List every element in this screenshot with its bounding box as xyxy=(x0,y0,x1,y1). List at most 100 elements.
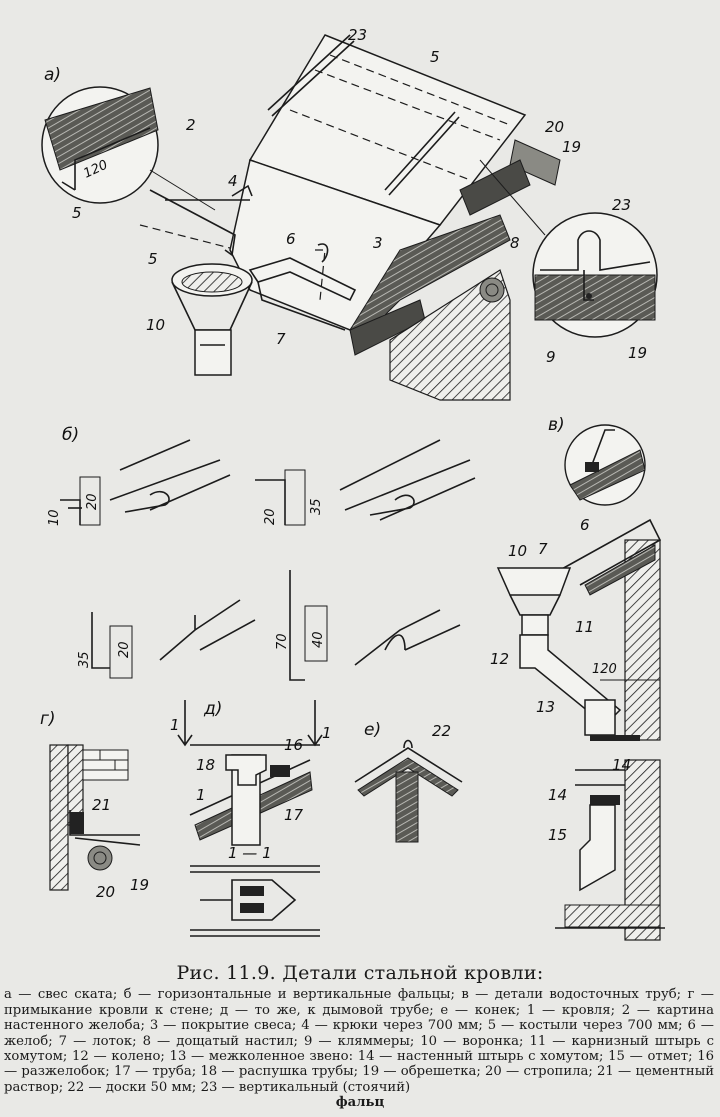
valley-16 xyxy=(270,765,290,777)
section-label-a: а) xyxy=(44,65,61,85)
label-10: 10 xyxy=(146,316,165,334)
detail-standing-seam xyxy=(540,230,651,271)
label-1-cut-right: 1 xyxy=(322,724,332,742)
dim-35-b: 35 xyxy=(77,651,92,668)
label-7-v: 7 xyxy=(538,540,548,558)
figure-legend: а — свес ската; б — горизонтальные и вер… xyxy=(4,987,714,1095)
detail-crutch-strip xyxy=(74,127,151,190)
plan-bottom-lines xyxy=(190,929,320,937)
section-g-wall: г) 21 20 19 xyxy=(40,709,149,901)
seam-dim-box-1 xyxy=(79,476,101,526)
dim-35-a: 35 xyxy=(309,498,324,515)
seam-sheet-1 xyxy=(109,439,231,511)
label-19-detail: 19 xyxy=(628,344,647,362)
section-d-chimney: д) 1 1 18 16 1 17 1 — 1 xyxy=(170,699,332,937)
label-2: 2 xyxy=(186,116,196,134)
funnel-v-neck xyxy=(521,614,549,636)
section-label-v: в) xyxy=(548,415,565,435)
hidden-batten xyxy=(329,54,511,126)
crutch-5-hidden xyxy=(139,224,231,249)
label-1-d: 1 xyxy=(196,786,206,804)
eave-v-board xyxy=(584,544,656,596)
vert-seam-sheet-1 xyxy=(159,599,256,661)
label-17: 17 xyxy=(284,806,304,824)
label-10-v: 10 xyxy=(508,542,527,560)
label-12: 12 xyxy=(490,650,509,668)
hook-4-hidden xyxy=(315,249,326,301)
label-11: 11 xyxy=(575,618,594,636)
label-18: 18 xyxy=(196,756,215,774)
link-13 xyxy=(584,699,616,736)
rafter-g-20 xyxy=(87,845,113,871)
chimney-top-18 xyxy=(225,754,267,786)
seam-sheet-2 xyxy=(339,439,476,521)
seam-dim-box-2 xyxy=(284,469,306,526)
section-b-seams: б) 10 20 20 35 35 20 70 40 xyxy=(47,425,476,681)
hidden-batten xyxy=(314,69,501,141)
leader-detail-b xyxy=(479,159,546,236)
hidden-batten xyxy=(289,109,471,181)
label-13: 13 xyxy=(536,698,555,716)
label-6: 6 xyxy=(286,230,296,248)
seam-fold-1 xyxy=(124,490,170,513)
figure-title: Рис. 11.9. Детали стальной кровли: xyxy=(176,962,544,984)
dim-20-b: 20 xyxy=(263,508,278,525)
dim-70: 70 xyxy=(275,633,290,650)
section-e-ridge: е) 22 xyxy=(354,720,463,843)
label-8: 8 xyxy=(510,234,520,252)
plan-flue-2 xyxy=(240,903,264,913)
detail-wood-plank xyxy=(44,87,159,171)
figure-caption: Рис. 11.9. Детали стальной кровли: а — с… xyxy=(0,962,720,1111)
label-14-a: 14 xyxy=(612,756,631,774)
vert-profile-2 xyxy=(289,570,305,681)
dim-10: 10 xyxy=(47,509,62,526)
figure-legend-end: фальц xyxy=(335,1095,385,1111)
plan-chimney xyxy=(231,879,297,921)
ridge-post xyxy=(395,771,419,843)
break-lines xyxy=(575,769,625,786)
cut-arrow-right xyxy=(307,700,323,747)
label-6-v: 6 xyxy=(580,516,590,534)
vert-seam-sheet-2 xyxy=(354,609,461,666)
label-21: 21 xyxy=(92,796,111,814)
wall-masonry xyxy=(389,269,511,401)
label-7: 7 xyxy=(276,330,286,348)
section-cut-label: 1 — 1 xyxy=(228,844,272,862)
cut-arrow-left xyxy=(177,700,193,747)
spout-15 xyxy=(579,804,616,892)
downpipe-top xyxy=(194,329,232,376)
label-1-cut-left: 1 xyxy=(170,716,180,734)
brick-g xyxy=(82,749,129,781)
section-label-b: б) xyxy=(62,425,79,445)
wall-g xyxy=(49,744,69,891)
label-22: 22 xyxy=(432,722,451,740)
seam-fold-2 xyxy=(369,494,415,516)
detail-crutch-end xyxy=(61,181,76,191)
section-label-e: е) xyxy=(364,720,381,740)
leader-detail-a xyxy=(149,169,216,211)
vert-profile-1 xyxy=(91,612,110,669)
steel-roof-details-drawing: а) xyxy=(40,26,665,941)
label-23-detail: 23 xyxy=(612,196,631,214)
standing-seam-edge xyxy=(388,116,460,196)
label-5-left: 5 xyxy=(72,204,82,222)
wall-gutter-hook xyxy=(149,189,236,257)
label-15: 15 xyxy=(548,826,567,844)
hook-4-tip xyxy=(231,184,253,197)
section-a-eave: а) xyxy=(41,26,658,401)
brick-joints xyxy=(83,750,128,771)
section-label-d: д) xyxy=(203,699,222,719)
label-9: 9 xyxy=(546,348,556,366)
label-5-mid: 5 xyxy=(148,250,158,268)
detail-hook-block xyxy=(585,462,599,472)
ridge-boards-22 xyxy=(357,757,459,797)
rafter-section xyxy=(479,277,505,303)
label-3: 3 xyxy=(373,234,383,252)
wall-pin-14-lower xyxy=(590,795,620,805)
detail-hook xyxy=(589,429,615,471)
detail-hook-wood xyxy=(569,449,646,501)
wall-pin-14 xyxy=(590,735,640,741)
dim-20-a: 20 xyxy=(85,493,100,510)
batten-19 xyxy=(509,139,561,186)
section-v-downpipes: в) 120 6 10 7 11 12 13 14 14 15 xyxy=(490,415,665,941)
